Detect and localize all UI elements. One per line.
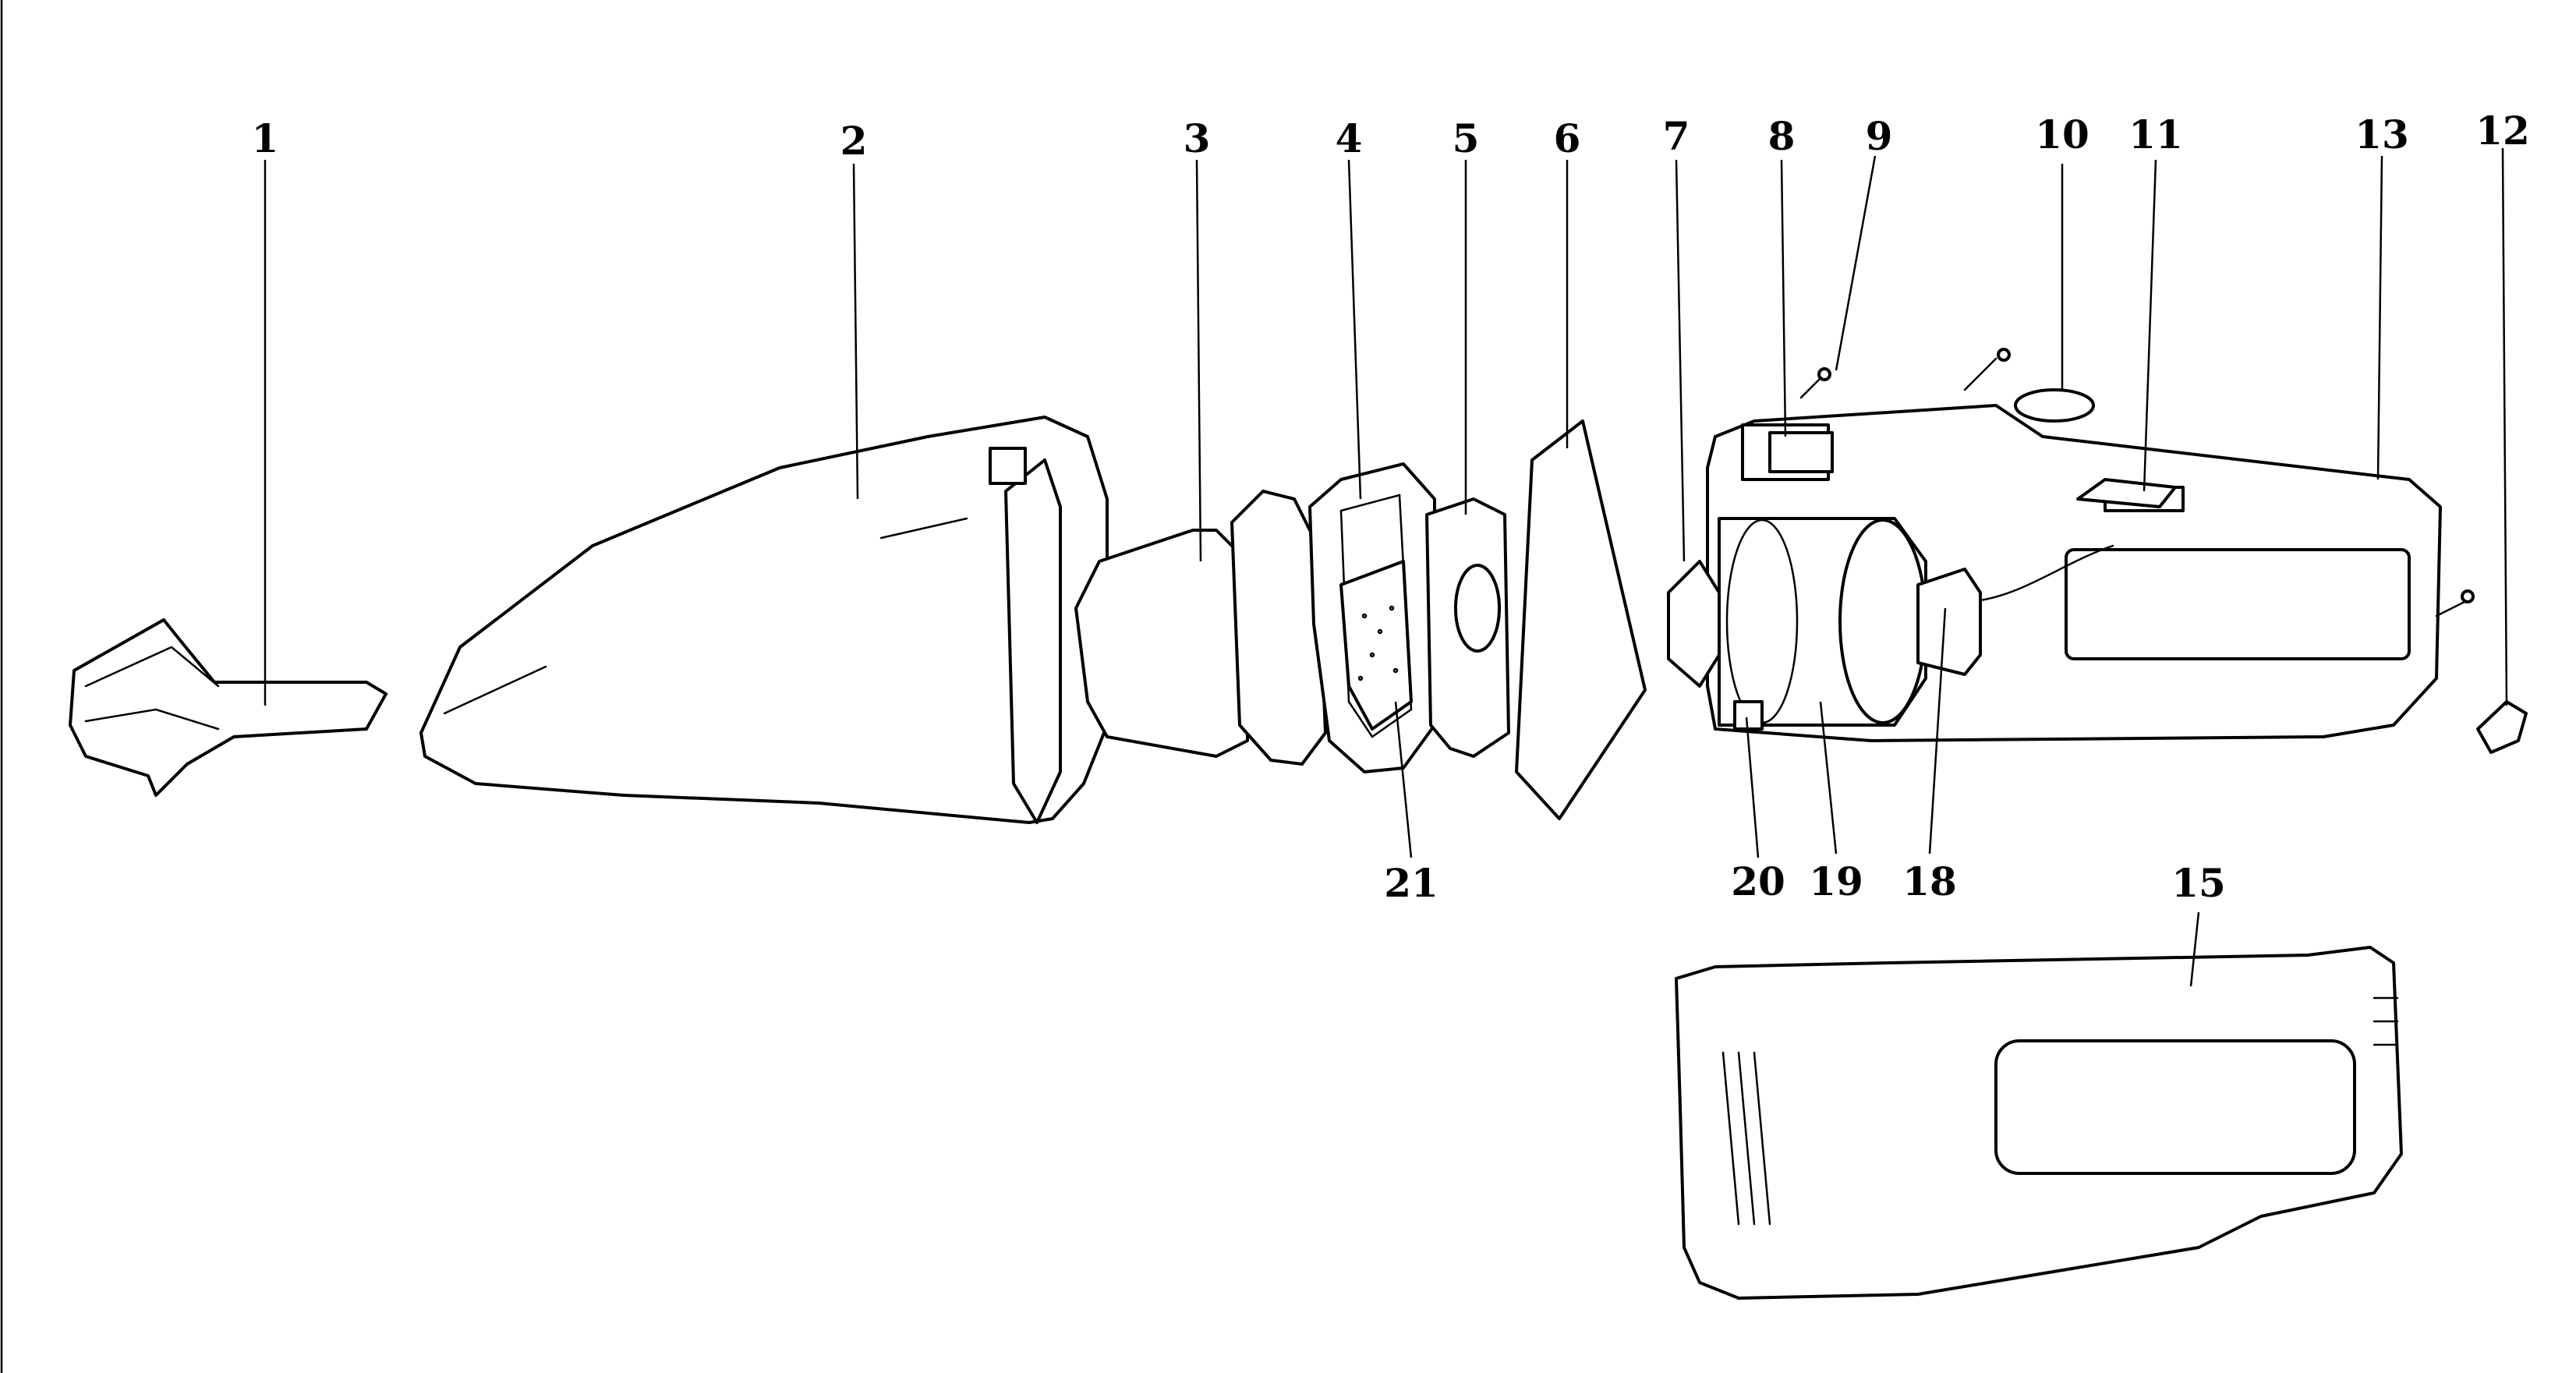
label-part-8: 8 <box>1768 113 1796 159</box>
label-part-10: 10 <box>2035 111 2089 157</box>
label-part-21: 21 <box>1384 860 1438 906</box>
part-5-filter-cover <box>1425 497 1510 758</box>
part-6-gasket <box>1515 419 1647 820</box>
label-part-13: 13 <box>2355 111 2409 157</box>
label-part-6: 6 <box>1554 115 1581 161</box>
part-18-shaft <box>1916 544 2114 676</box>
label-part-19: 19 <box>1809 858 1863 904</box>
part-21-filter-element <box>1339 560 1413 731</box>
part-11-terminal <box>2076 478 2177 508</box>
label-part-7: 7 <box>1663 113 1690 159</box>
label-part-12: 12 <box>2475 108 2530 154</box>
part-labels: 1 2 3 4 5 6 7 8 9 10 11 13 12 21 20 19 1… <box>252 108 2530 906</box>
part-9-screw <box>1799 367 1831 399</box>
part-8-switch <box>1768 431 1834 473</box>
part-12-clip <box>2435 589 2528 754</box>
part-20-bracket <box>1733 700 1764 731</box>
label-part-4: 4 <box>1336 115 1363 161</box>
label-part-1: 1 <box>252 115 279 161</box>
label-part-3: 3 <box>1184 115 1211 161</box>
label-part-20: 20 <box>1731 858 1785 904</box>
label-part-11: 11 <box>2128 111 2183 157</box>
part-3-filter-holder <box>1074 490 1327 766</box>
part-10-button <box>1963 348 2095 423</box>
label-part-15: 15 <box>2171 860 2226 906</box>
label-part-5: 5 <box>1453 115 1480 161</box>
label-part-2: 2 <box>840 118 868 164</box>
part-1-nozzle <box>69 618 387 797</box>
label-part-18: 18 <box>1902 858 1957 904</box>
part-19-motor <box>1718 517 1927 727</box>
part-2-dust-bowl <box>419 416 1109 824</box>
leader-lines <box>264 147 2508 987</box>
part-15-lower-housing <box>1675 946 2403 1300</box>
part-7-fan <box>1667 560 1721 688</box>
label-part-9: 9 <box>1866 113 1893 159</box>
